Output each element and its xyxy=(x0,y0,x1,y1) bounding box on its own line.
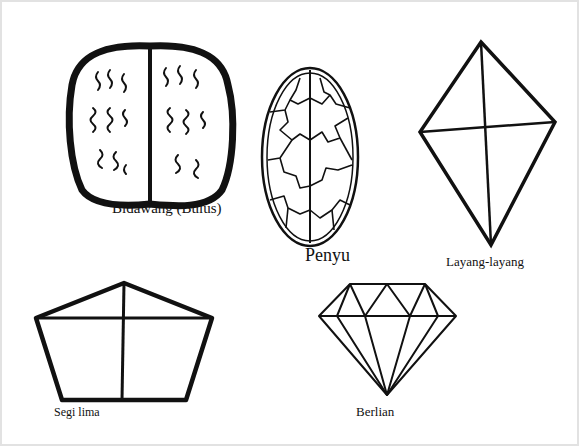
kite-motif xyxy=(420,42,555,245)
motif-caption: Penyu xyxy=(305,246,350,266)
motif-caption: Bidawang (Bulus) xyxy=(112,200,222,217)
pentagon-motif xyxy=(36,283,212,400)
motif-caption: Layang-layang xyxy=(446,255,524,269)
motif-caption: Berlian xyxy=(356,405,394,419)
penyu-motif xyxy=(262,68,358,246)
diamond-motif xyxy=(319,284,456,395)
bulus-motif xyxy=(69,46,233,206)
motif-caption: Segi lima xyxy=(54,406,100,419)
